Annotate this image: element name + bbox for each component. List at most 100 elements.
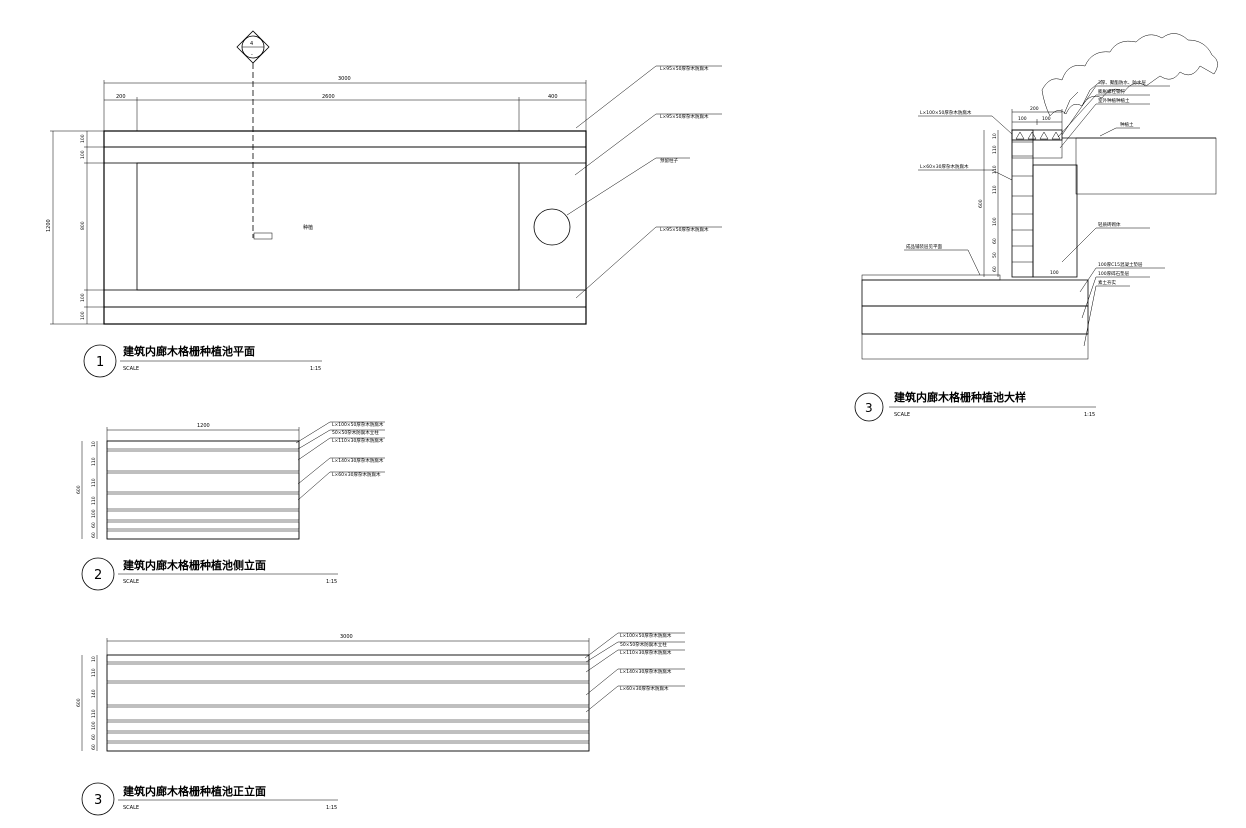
detail-callout-right-1: 3厚、聚酯防水、防水层 bbox=[1098, 79, 1146, 86]
front-number: 3 bbox=[94, 793, 102, 808]
front-rowdim-2: 110 bbox=[91, 668, 97, 677]
plan-dim-v2: 100 bbox=[80, 150, 86, 159]
side-callouts: L×100×50厚杂木防腐木 50×50杂木防腐木立柱 L×110×30厚杂木防… bbox=[295, 421, 385, 501]
front-rowdim-6: 60 bbox=[91, 734, 97, 740]
detail-left-callouts: L×100×50厚杂木防腐木 L×60×30厚杂木防腐木 成品铺装层见平面 bbox=[904, 109, 1013, 276]
front-title-block: 3 建筑内廊木格栅种植池正立面 SCALE 1:15 bbox=[81, 782, 338, 816]
detail-slat-lines bbox=[1012, 141, 1033, 263]
plan-top-band-2 bbox=[103, 146, 587, 164]
front-title: 建筑内廊木格栅种植池正立面 bbox=[123, 784, 266, 798]
detail-callout-right-4: 种植土 bbox=[1120, 121, 1134, 128]
side-rowdim-7: 60 bbox=[91, 532, 97, 538]
detail-coping bbox=[1011, 129, 1063, 159]
plan-dim-v4: 100 bbox=[80, 293, 86, 302]
front-rowdim-3: 140 bbox=[91, 689, 97, 698]
detail-dimensions: 200 100 100 600 10 110 110 110 100 60 50… bbox=[978, 106, 1063, 277]
front-elevation-drawing: 3000 600 10 110 140 110 100 60 60 L×100×… bbox=[76, 632, 685, 816]
plan-callout-2: L×95×50厚杂木防腐木 bbox=[660, 113, 709, 120]
side-rowdim-1: 10 bbox=[91, 441, 97, 447]
side-title: 建筑内廊木格栅种植池侧立面 bbox=[123, 558, 266, 572]
plan-reserved-column bbox=[533, 208, 571, 246]
detail-sidedim-6: 60 bbox=[992, 238, 998, 244]
plan-callout-3: 预留柱子 bbox=[660, 157, 678, 164]
side-rowdim-6: 60 bbox=[91, 522, 97, 528]
side-rowdim-2: 110 bbox=[91, 457, 97, 466]
plan-number: 1 bbox=[96, 355, 104, 370]
side-callout-2: 50×50杂木防腐木立柱 bbox=[332, 429, 379, 436]
side-number: 2 bbox=[94, 568, 102, 583]
front-rowdim-4: 110 bbox=[91, 709, 97, 718]
detail-dim-top-b: 100 bbox=[1042, 116, 1051, 122]
plan-scale-value: 1:15 bbox=[310, 366, 321, 372]
detail-brick-wall bbox=[1032, 164, 1078, 278]
side-callout-1: L×100×50厚杂木防腐木 bbox=[332, 421, 384, 428]
detail-sidedim-4: 110 bbox=[992, 185, 998, 194]
plan-title-block: 1 建筑内廊木格栅种植池平面 SCALE 1:15 bbox=[83, 344, 322, 378]
detail-sidedim-1: 10 bbox=[992, 133, 998, 139]
front-row-2 bbox=[106, 663, 590, 682]
detail-tree-outline bbox=[1041, 33, 1218, 117]
side-scale-value: 1:15 bbox=[326, 579, 337, 585]
detail-title: 建筑内廊木格栅种植池大样 bbox=[894, 390, 1026, 404]
detail-dim-small: 100 bbox=[1050, 270, 1059, 276]
front-callout-2: 50×50杂木防腐木立柱 bbox=[620, 641, 667, 648]
side-row-1 bbox=[106, 440, 300, 450]
plan-planting-area bbox=[136, 162, 520, 291]
front-frame bbox=[106, 654, 590, 752]
detail-sidedim-7: 50 bbox=[992, 252, 998, 258]
side-scale-label: SCALE bbox=[123, 579, 139, 585]
front-dim-width: 3000 bbox=[340, 634, 353, 640]
detail-right-callouts: 3厚、聚酯防水、防水层 膨胀螺栓钢钉 室外种植种植土 种植土 轻质砖砌体 100… bbox=[1057, 79, 1170, 347]
side-frame bbox=[106, 440, 300, 540]
detail-dim-height: 600 bbox=[978, 199, 984, 208]
detail-sidedim-3: 110 bbox=[992, 165, 998, 174]
plan-section-marker-bottom: - bbox=[251, 52, 253, 58]
detail-scale-value: 1:15 bbox=[1084, 412, 1095, 418]
plan-callout-4: L×95×50厚杂木防腐木 bbox=[660, 226, 709, 233]
side-row-6 bbox=[106, 521, 300, 530]
detail-gravel-layer bbox=[861, 305, 1089, 335]
side-dim-width: 1200 bbox=[197, 423, 210, 429]
plan-dim-left: 200 bbox=[116, 94, 126, 100]
detail-callout-right-6: 100厚C15混凝土垫层 bbox=[1098, 261, 1143, 268]
front-row-1 bbox=[106, 654, 590, 663]
detail-dim-top: 200 bbox=[1030, 106, 1039, 112]
detail-number: 3 bbox=[865, 401, 873, 415]
plan-dim-height: 1200 bbox=[46, 219, 52, 232]
side-callout-3: L×110×30厚杂木防腐木 bbox=[332, 437, 384, 444]
side-row-3 bbox=[106, 472, 300, 493]
plan-dim-right: 400 bbox=[548, 94, 558, 100]
front-row-4 bbox=[106, 706, 590, 721]
plan-dim-total: 3000 bbox=[338, 76, 351, 82]
detail-paving bbox=[861, 274, 1001, 281]
plan-bottom-band-2 bbox=[103, 306, 587, 325]
front-dim-height: 600 bbox=[76, 698, 82, 707]
plan-top-dimensions: 3000 200 2600 400 bbox=[103, 76, 587, 131]
front-scale-value: 1:15 bbox=[326, 805, 337, 811]
detail-callout-right-7: 100厚碎石垫层 bbox=[1098, 270, 1130, 277]
plan-dim-mid: 2600 bbox=[322, 94, 335, 100]
detail-callout-left-3: 成品铺装层见平面 bbox=[906, 243, 942, 250]
front-callouts: L×100×50厚杂木防腐木 50×50杂木防腐木立柱 L×110×30厚杂木防… bbox=[584, 632, 685, 713]
side-elevation-drawing: 1200 600 10 110 110 110 100 60 60 L×100×… bbox=[76, 421, 385, 591]
detail-wood-slats bbox=[1011, 129, 1034, 278]
front-callout-3: L×110×30厚杂木防腐木 bbox=[620, 649, 672, 656]
front-rowdim-1: 10 bbox=[91, 656, 97, 662]
detail-scale-label: SCALE bbox=[894, 412, 910, 418]
detail-sidedim-2: 110 bbox=[992, 145, 998, 154]
detail-callout-right-5: 轻质砖砌体 bbox=[1098, 221, 1121, 228]
plan-scale-label: SCALE bbox=[123, 366, 139, 372]
side-rowdim-3: 110 bbox=[91, 478, 97, 487]
plan-dim-v3: 800 bbox=[80, 221, 86, 230]
detail-concrete-slab bbox=[861, 279, 1089, 307]
plan-dim-v5: 100 bbox=[80, 311, 86, 320]
front-scale-label: SCALE bbox=[123, 805, 139, 811]
side-callout-5: L×60×30厚杂木防腐木 bbox=[332, 471, 381, 478]
plan-section-marker-top: 4 bbox=[250, 41, 253, 47]
side-dim-height: 600 bbox=[76, 485, 82, 494]
detail-compacted-soil bbox=[861, 333, 1089, 360]
detail-callout-right-3: 室外种植种植土 bbox=[1098, 97, 1130, 104]
plan-center-marker bbox=[253, 232, 273, 240]
plan-callouts: L×95×50厚杂木防腐木 L×95×50厚杂木防腐木 预留柱子 L×95×50… bbox=[566, 65, 722, 299]
plan-center-label: 种植 bbox=[303, 224, 313, 231]
